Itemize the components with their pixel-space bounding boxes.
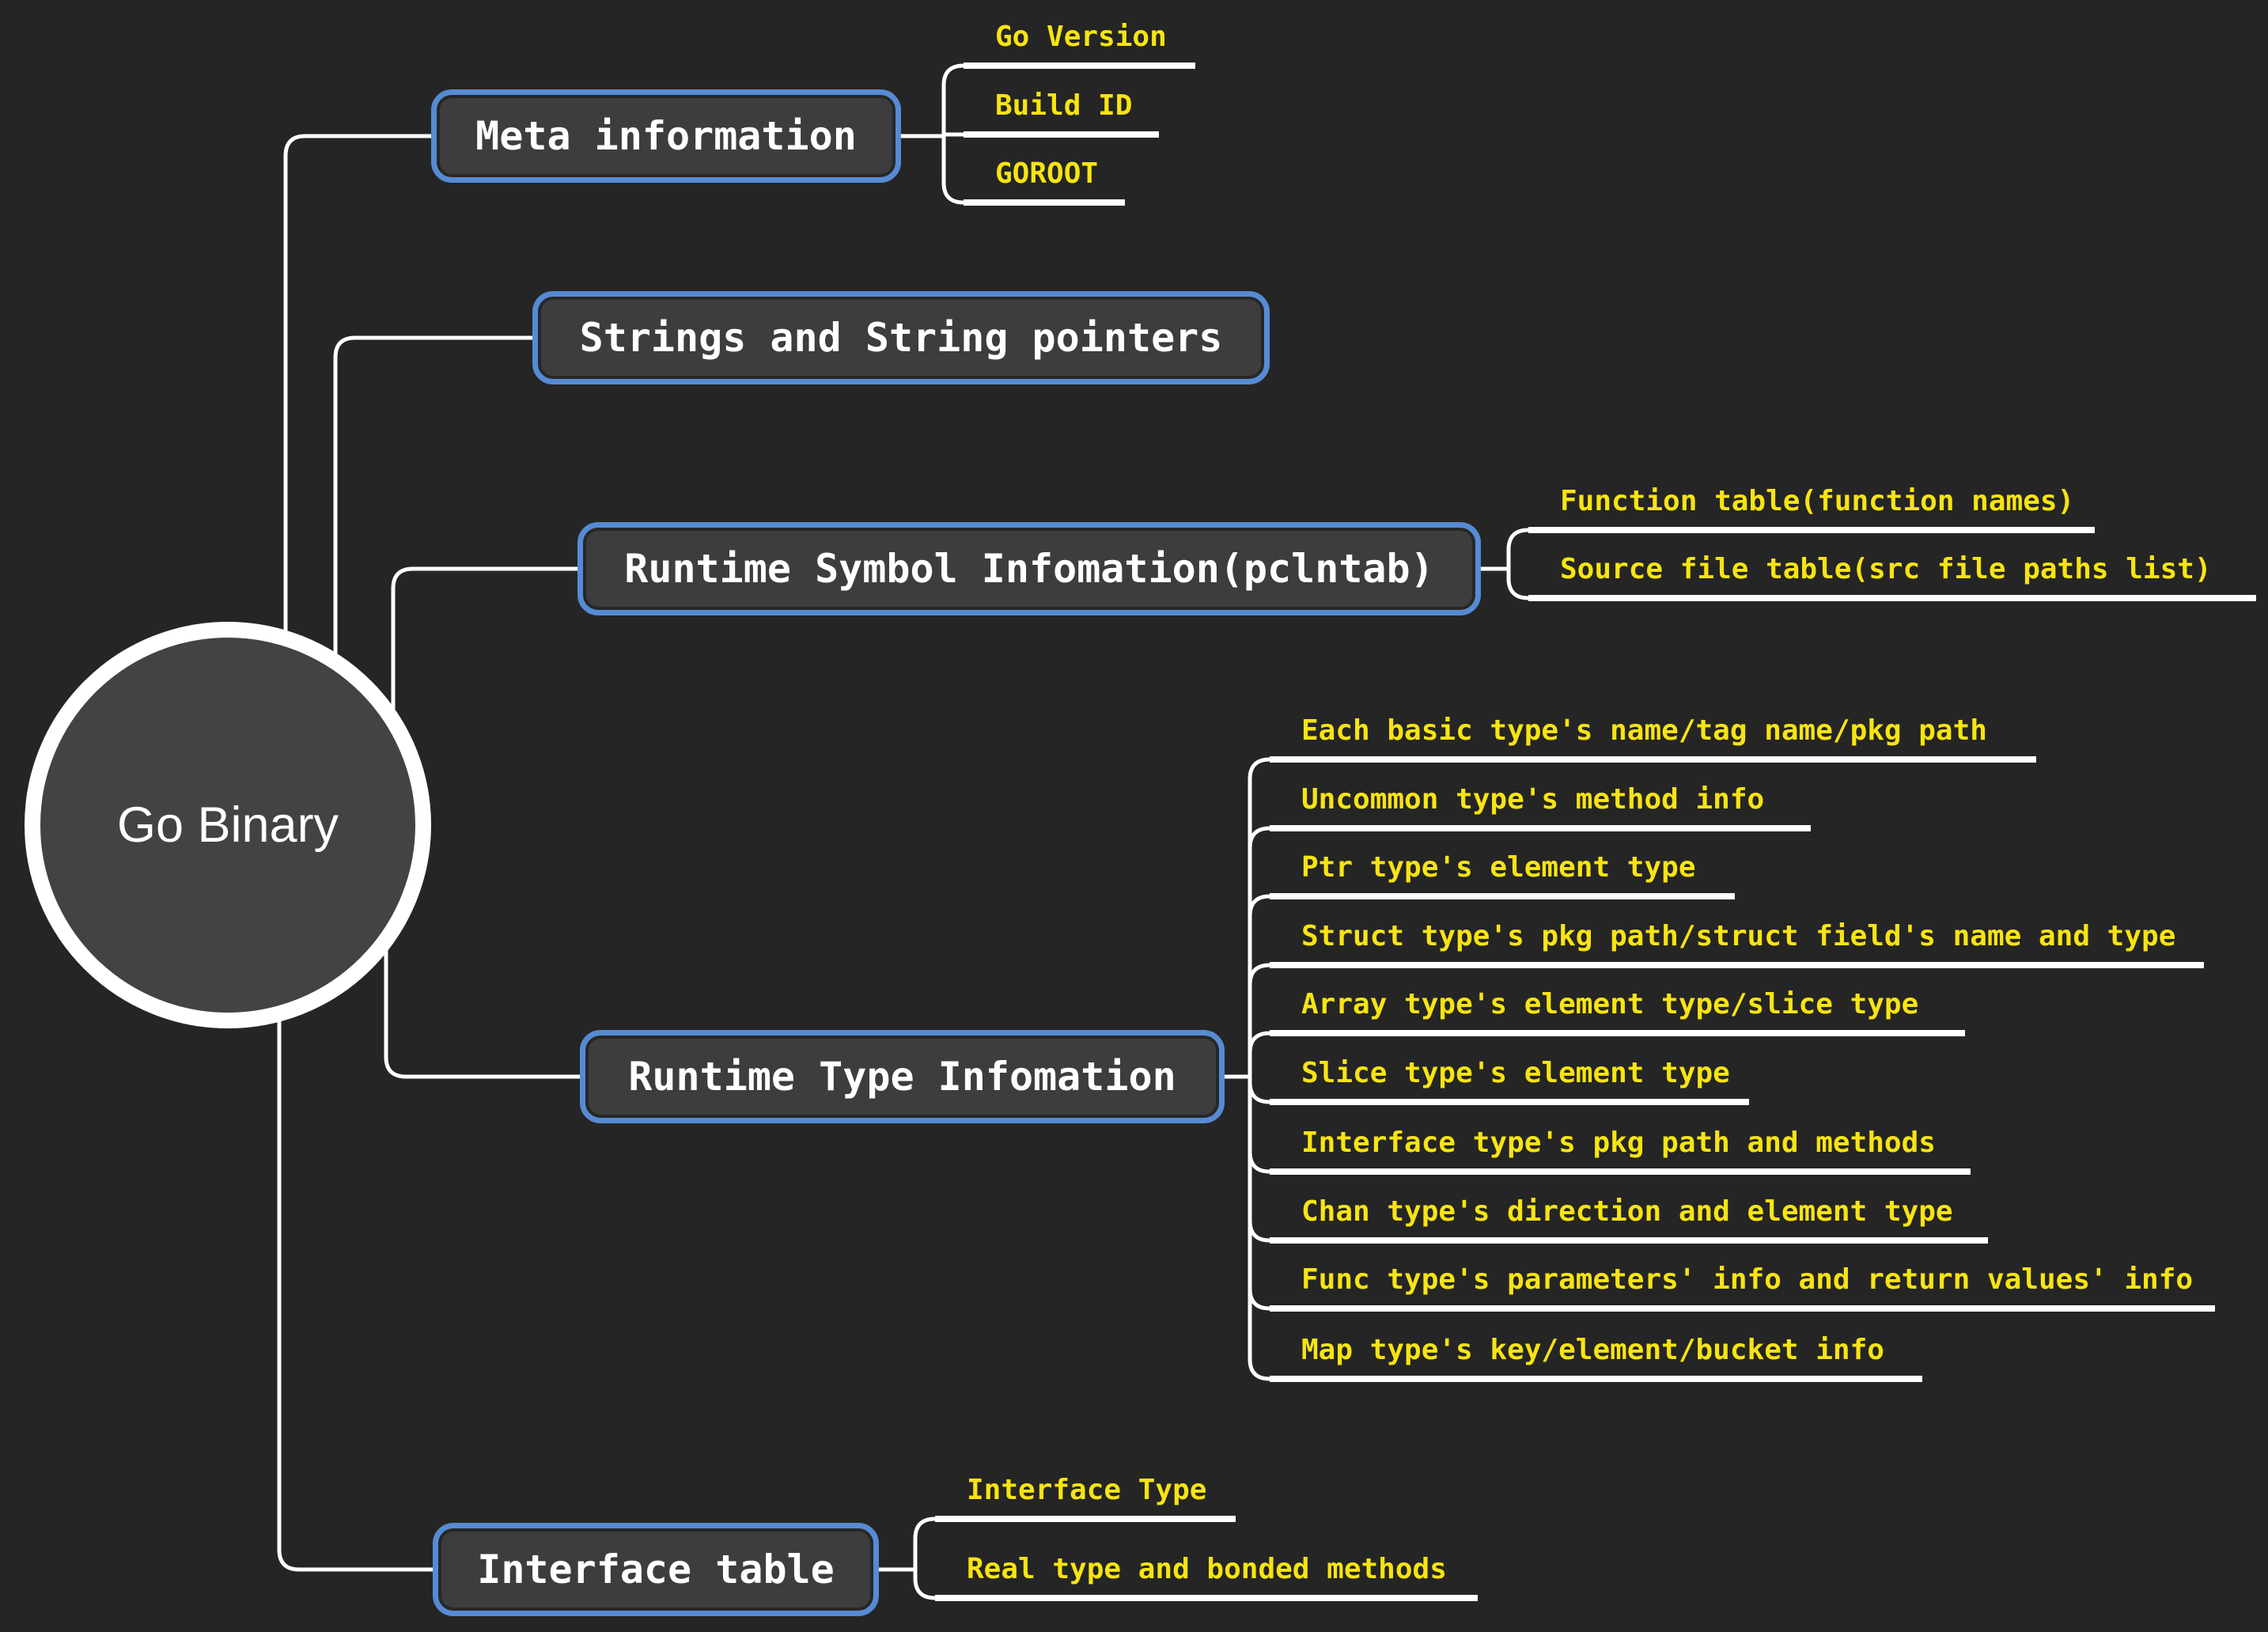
child-topic[interactable]: Slice type's element type (1301, 1057, 1730, 1089)
branch-topic-meta-information[interactable]: Meta information (431, 89, 901, 183)
branch-topic-runtime-symbol-infomation-pclntab[interactable]: Runtime Symbol Infomation(pclntab) (577, 522, 1481, 615)
branch-topic-label: Runtime Type Infomation (628, 1054, 1176, 1100)
child-topic[interactable]: Ptr type's element type (1301, 851, 1696, 884)
branch-topic-label: Runtime Symbol Infomation(pclntab) (624, 546, 1434, 592)
root-topic-go-binary[interactable]: Go Binary (25, 622, 431, 1028)
child-topic[interactable]: GOROOT (995, 157, 1099, 190)
child-topic[interactable]: Source file table(src file paths list) (1560, 553, 2212, 585)
child-connector (913, 1517, 964, 1570)
trunk-connector (384, 825, 580, 1079)
child-connector (1506, 528, 1558, 569)
child-topic[interactable]: Struct type's pkg path/struct field's na… (1301, 920, 2176, 952)
child-topic[interactable]: Go Version (995, 21, 1167, 53)
child-topic[interactable]: Uncommon type's method info (1301, 783, 1765, 816)
child-topic[interactable]: Array type's element type/slice type (1301, 988, 1919, 1020)
child-connector (941, 132, 993, 137)
child-connector (913, 1570, 964, 1600)
child-connector (1248, 1077, 1299, 1381)
child-topic[interactable]: Interface Type (967, 1474, 1207, 1506)
child-topic[interactable]: Each basic type's name/tag name/pkg path (1301, 714, 1987, 747)
child-connector (941, 63, 993, 136)
child-topic[interactable]: Func type's parameters' info and return … (1301, 1263, 2194, 1296)
trunk-connector (277, 825, 433, 1572)
child-connector (1248, 1077, 1299, 1104)
child-topic[interactable]: Build ID (995, 89, 1133, 122)
trunk-connector (391, 566, 577, 825)
child-topic[interactable]: Real type and bonded methods (967, 1553, 1447, 1585)
branch-topic-label: Meta information (475, 113, 857, 159)
child-connector (1248, 757, 1299, 1077)
trunk-connector (333, 335, 532, 825)
branch-topic-interface-table[interactable]: Interface table (433, 1523, 879, 1616)
branch-topic-label: Strings and String pointers (579, 315, 1223, 361)
child-topic[interactable]: Chan type's direction and element type (1301, 1195, 1953, 1228)
child-connector (1248, 1031, 1299, 1077)
branch-topic-label: Interface table (477, 1547, 835, 1592)
child-connector (1506, 569, 1558, 600)
child-topic[interactable]: Map type's key/element/bucket info (1301, 1334, 1884, 1366)
branch-topic-strings-and-string-pointers[interactable]: Strings and String pointers (532, 291, 1270, 384)
child-connector (1248, 1077, 1299, 1311)
child-connector (1248, 1077, 1299, 1174)
branch-topic-runtime-type-infomation[interactable]: Runtime Type Infomation (580, 1030, 1225, 1123)
child-topic[interactable]: Function table(function names) (1560, 485, 2075, 517)
child-connector (1248, 894, 1299, 1077)
child-connector (1248, 963, 1299, 1077)
child-connector (941, 136, 993, 205)
trunk-connector (283, 134, 431, 825)
child-connector (1248, 826, 1299, 1077)
root-topic-label: Go Binary (116, 797, 339, 853)
child-topic[interactable]: Interface type's pkg path and methods (1301, 1126, 1936, 1159)
